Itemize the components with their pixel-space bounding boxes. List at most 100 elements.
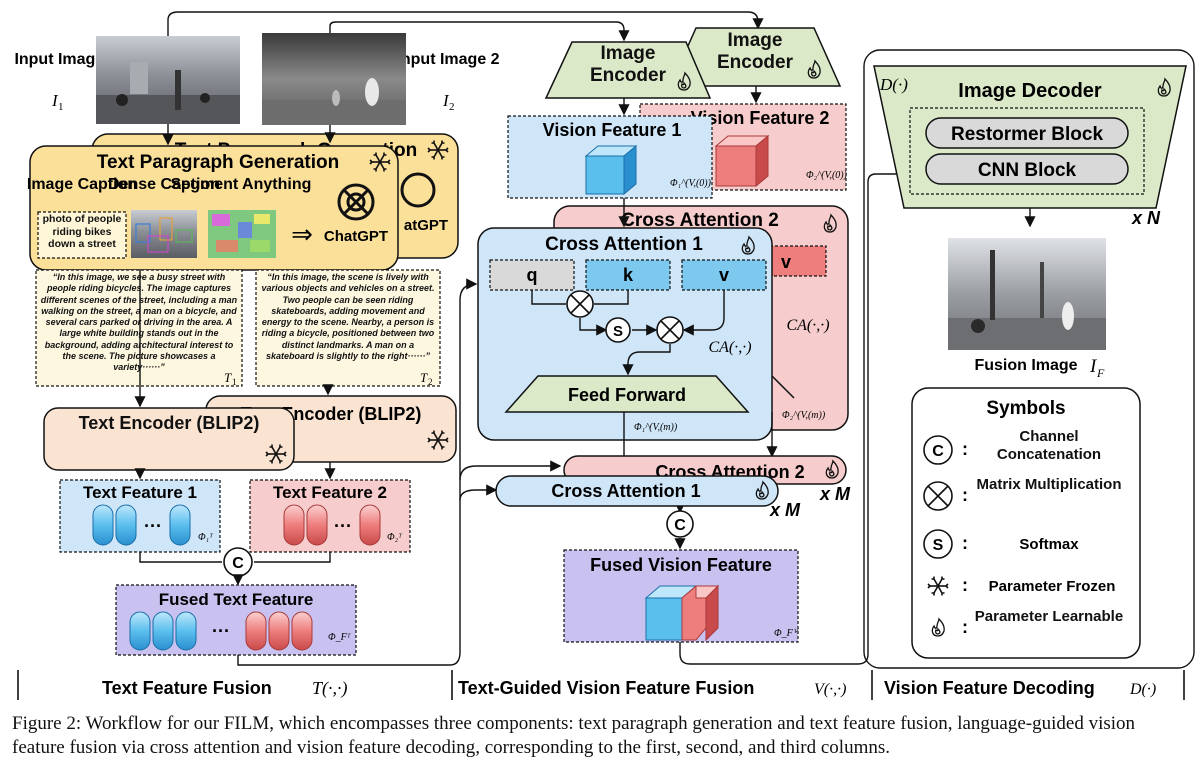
input-image-2-label: Input Image 2 [396,51,499,68]
legend-colon-4: : [962,575,968,595]
ca2-sym: CA(·,·) [786,317,829,334]
input-image-1-scene [96,62,240,124]
column-1-arrows [134,11,764,666]
k-label: k [623,265,634,285]
legend-softmax-label: Softmax [1019,536,1079,553]
text-feature-1-dots: ··· [144,516,162,536]
restormer-block [925,117,1129,149]
cnn-block [925,153,1129,185]
legend-matmul-icon [923,481,953,511]
legend-colon-1: : [962,439,968,459]
paragraph-1-text: “In this image, we see a busy street wit… [40,272,238,373]
svg-text:I: I [1089,356,1098,377]
workflow-diagram: Input Image 1 I1 Input Image 2 I2 Text P… [14,11,1195,700]
text-gen-title: Text Paragraph Generation [97,152,340,173]
vision-feature-1-sym: Φ₁^(V,(0)) [670,178,712,189]
legend-softmax-glyph: S [933,537,944,554]
column-3-label: Vision Feature Decoding [884,678,1095,698]
feed-forward-label: Feed Forward [568,385,686,405]
fusion-image-scene [948,250,1106,350]
vision-feature-2-cube [714,134,770,188]
text-feature-2-box [249,479,411,553]
fused-text-feature-dots: ··· [212,621,230,641]
svg-text:F: F [1096,366,1105,380]
fused-vision-feature-title: Fused Vision Feature [590,555,772,575]
vision-feature-2-sym: Φ₂^(V,(0)) [806,170,848,181]
column-3-sym: D(·) [1129,681,1156,698]
column-1-sym: T(·,·) [312,678,348,699]
column-2-label: Text-Guided Vision Feature Fusion [458,678,754,698]
svg-text:I: I [51,91,59,110]
svg-text:1: 1 [58,101,64,113]
image-decoder-sym: D(·) [879,75,908,94]
legend-concat-glyph: C [932,443,944,460]
image-decoder-title: Image Decoder [958,80,1102,102]
paragraph-2-text: “In this image, the scene is lively with… [261,272,435,362]
svg-text:2: 2 [449,101,455,113]
text-feature-2-sym: Φ₂ᵀ [387,532,403,543]
column-2-sym: V(·,·) [814,681,846,698]
q-box [489,259,575,291]
column-dividers [17,670,1185,700]
legend-matmul-label: Matrix Multiplication [976,476,1122,493]
legend-concat-icon [923,435,953,465]
cross-attention-1-title: Cross Attention 1 [545,234,703,255]
chatgpt-logo-icon [337,183,375,221]
legend-colon-3: : [962,533,968,553]
v-label: v [719,265,729,285]
restormer-block-label: Restormer Block [951,124,1103,145]
q-label: q [527,265,538,285]
fused-vision-feature-cube [644,584,720,642]
text-concat-glyph: C [232,555,244,572]
matmul-2-icon [656,316,684,344]
ca1-internal-lines [531,290,725,376]
svg-text:1: 1 [232,377,237,387]
decoder-blocks-frame [909,107,1145,195]
repeat-n-label: x N [1131,208,1161,228]
matmul-1-icon [566,290,594,318]
paragraph-1-box [35,269,243,387]
fused-text-feature-title: Fused Text Feature [159,590,314,609]
feed-forward-back-edge [771,375,795,399]
figure-caption: Figure 2: Workflow for our FILM, which e… [12,713,1136,758]
image-caption-label: Image Caption [27,176,137,193]
chatgpt-back-label: atGPT [404,217,448,234]
legend-softmax-icon [923,529,953,559]
svg-text:I: I [442,91,450,110]
text-feature-2-dots: ··· [334,516,352,536]
text-feature-1-box [59,479,221,553]
legend-learnable-label: Parameter Learnable [974,608,1124,625]
cross-attention-1-small-title: Cross Attention 1 [551,481,700,501]
image-encoder-2-title: Image Encoder [716,30,794,73]
caption-example-text: photo of people riding bikes down a stre… [42,213,122,250]
ca1-phi-sym: Φ₁^(V,(m)) [634,422,678,433]
text-feature-1-tokens [92,504,191,546]
symbols-legend-title: Symbols [986,398,1065,419]
k-box [585,259,671,291]
ca2-v-box [769,245,827,277]
vision-concat-glyph: C [674,517,686,534]
text-feature-2-tokens [283,504,381,546]
svg-text:T: T [224,370,232,385]
cross-attention-2-title: Cross Attention 2 [621,210,779,231]
text-encoder-title: Text Encoder (BLIP2) [78,413,260,433]
dense-caption-boxes [135,217,193,253]
legend-colon-2: : [962,485,968,505]
legend-colon-5: : [962,617,968,637]
fused-vision-feature-sym: Φ_Fⱽ [774,628,800,639]
legend-concat-label: Channel Concatenation [996,428,1102,463]
text-encoder-box [43,407,295,471]
text-feature-merge-lines [139,552,331,563]
svg-text:T: T [420,370,428,385]
softmax-glyph: S [613,323,623,340]
dense-caption-image [131,210,197,258]
vision-feature-2-title: Vision Feature 2 [691,108,830,128]
cnn-block-label: CNN Block [978,160,1077,181]
ca2-v-label: v [781,252,791,272]
fused-text-feature-tokens [129,611,313,651]
vision-feature-1-title: Vision Feature 1 [543,120,682,140]
text-feature-1-title: Text Feature 1 [83,483,197,502]
